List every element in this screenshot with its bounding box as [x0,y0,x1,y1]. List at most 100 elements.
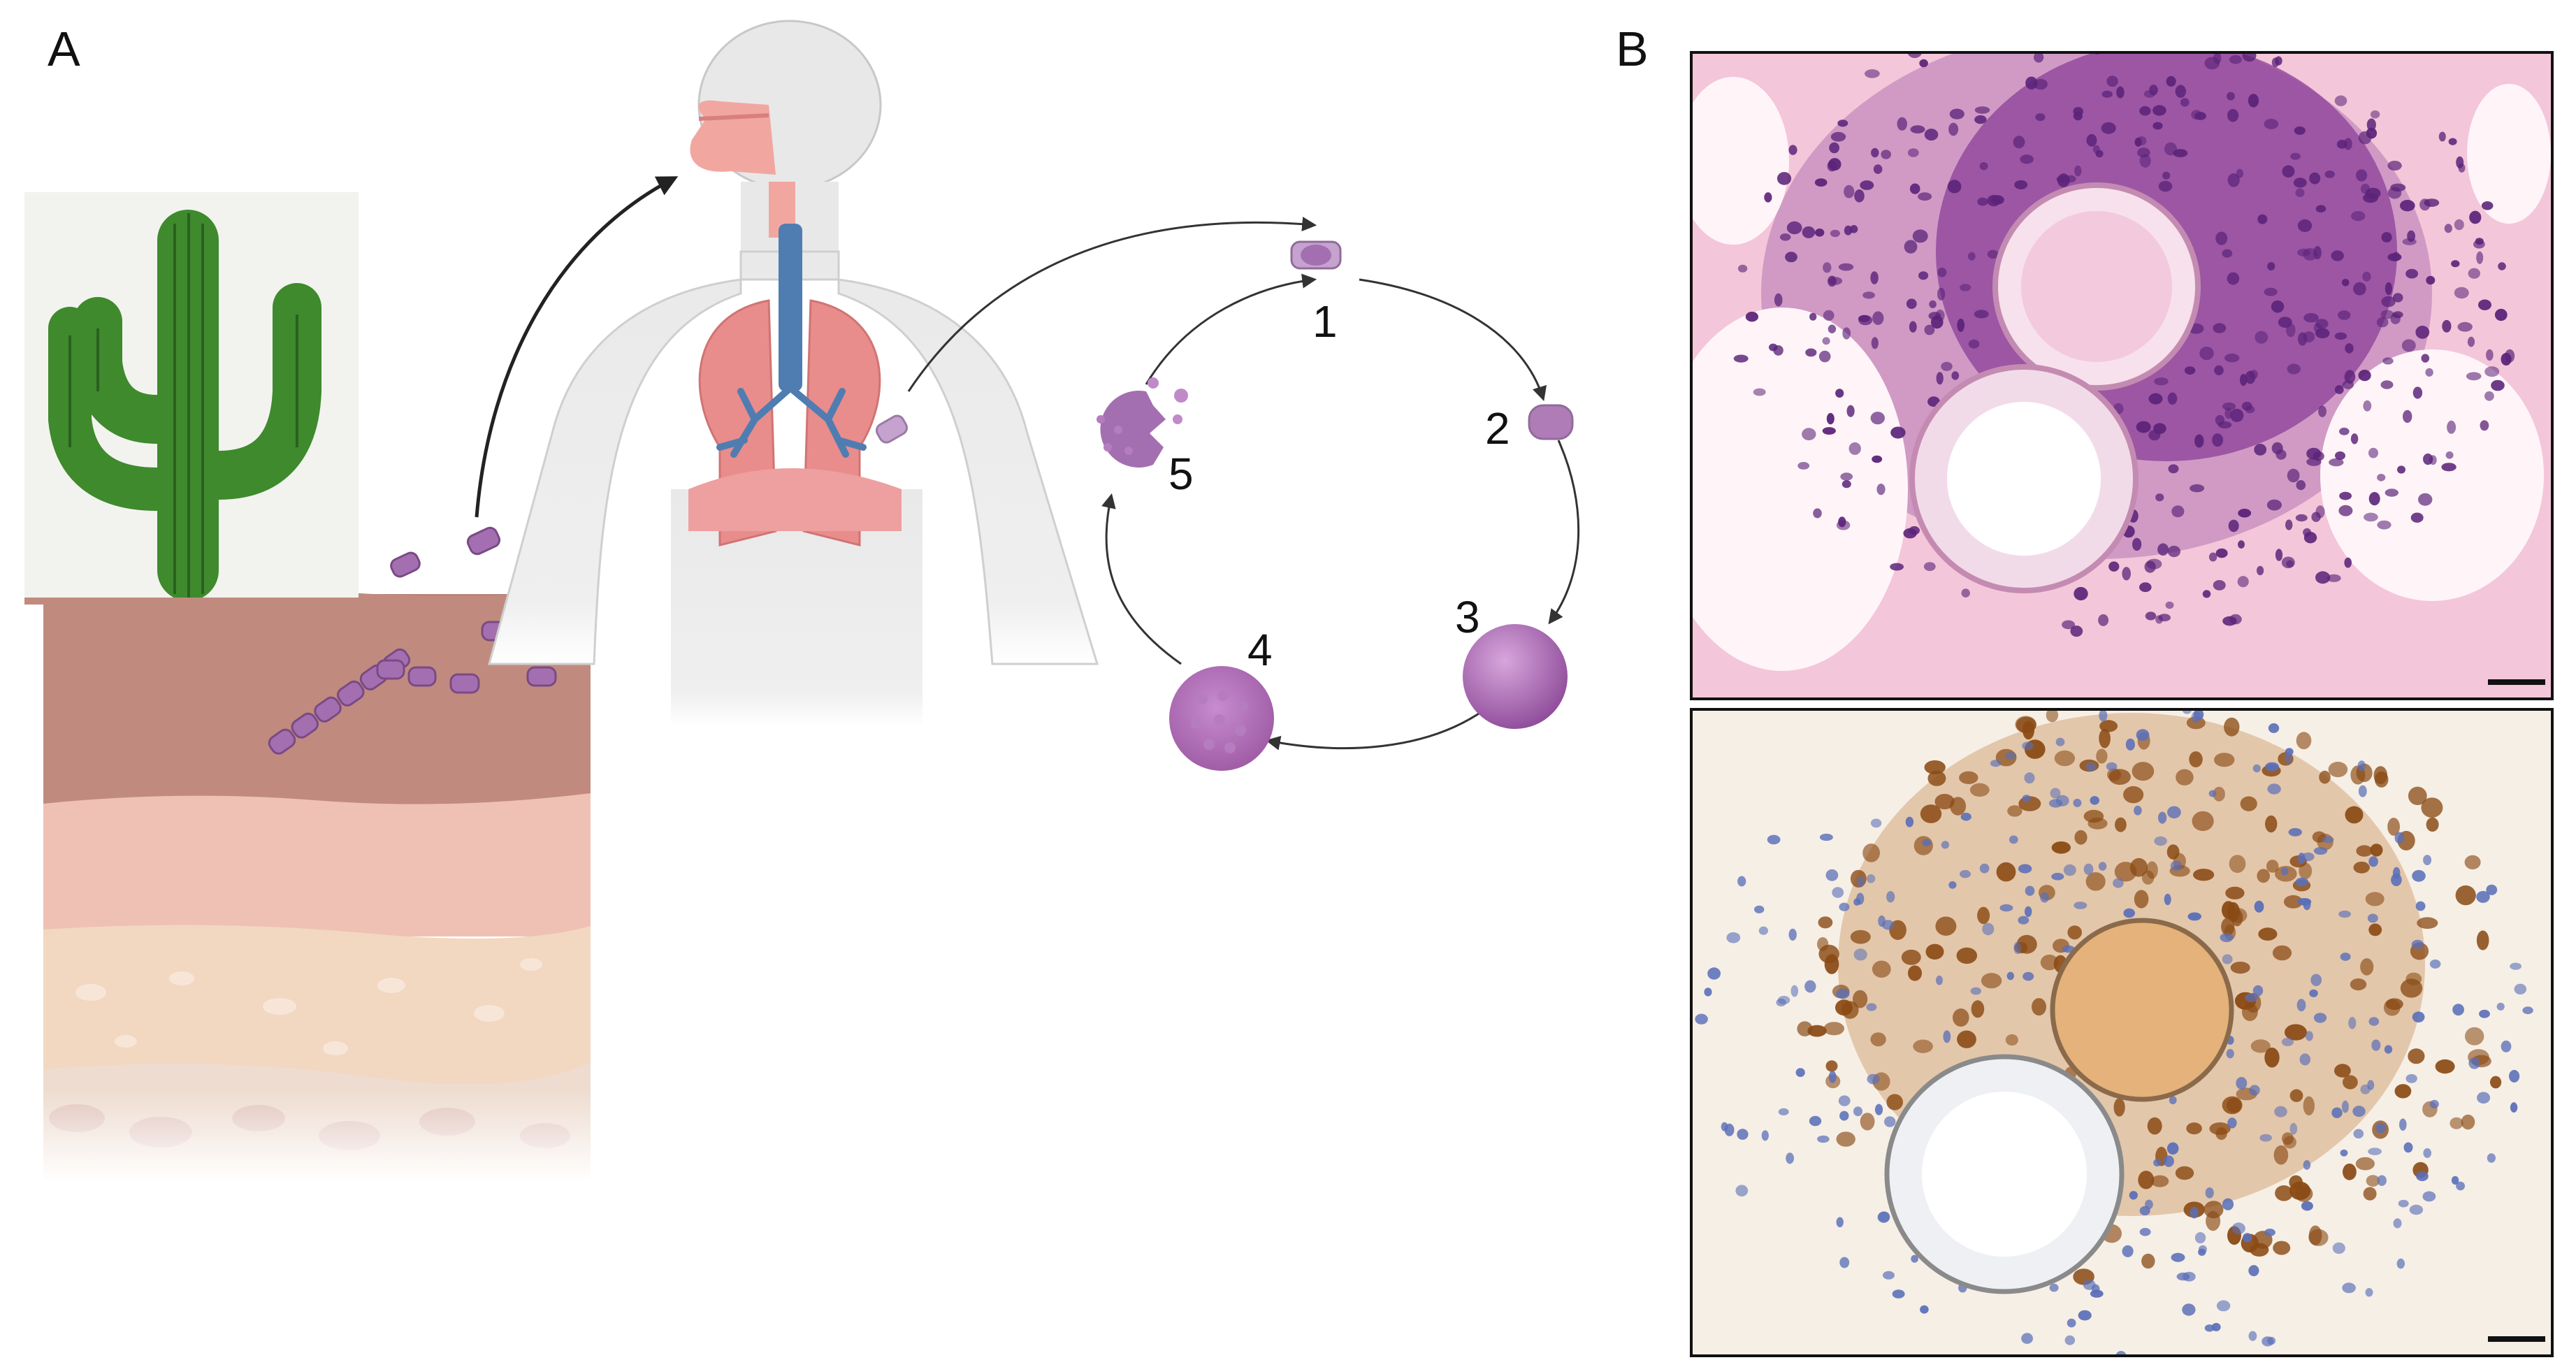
tissue-cell [1853,948,1867,961]
tissue-cell [1822,427,1836,435]
tissue-cell [1841,480,1851,489]
tissue-cell [2113,878,2124,888]
tissue-cell [1737,876,1746,887]
tissue-cell [2222,402,2236,411]
tissue-cell [2486,349,2494,361]
tissue-cell [2469,210,2482,224]
tissue-cell [1778,1108,1789,1115]
tissue-cell [2021,1333,2034,1344]
tissue-cell [1817,937,1829,951]
tissue-cell [1901,949,1921,965]
tissue-cell [1883,1271,1895,1280]
tissue-cell [2271,300,2285,313]
tissue-cell [2139,154,2151,168]
tissue-cell [1920,804,1942,823]
tissue-cell [2356,169,2368,182]
tissue-cell [2400,978,2423,998]
tissue-cell [2020,5,2032,14]
tissue-cell [2139,1206,2150,1215]
tissue-cell [2408,786,2427,806]
tissue-cell [2368,447,2378,458]
tissue-cell [2358,785,2367,797]
tissue-cell [2315,328,2330,339]
tissue-cell [1726,932,1741,943]
tissue-cell [2267,1336,2276,1345]
tissue-cell [1872,960,1891,978]
tissue-cell [1935,310,1945,321]
tissue-cell [2283,895,2303,909]
tissue-cell [2085,762,2097,772]
tissue-cell [1881,150,1891,159]
tissue-cell [2148,430,2161,441]
tissue-cell [1909,183,1920,194]
tissue-cell [2230,408,2244,422]
tissue-cell [2371,1039,2381,1051]
tissue-cell [2222,616,2237,626]
tissue-cell [1830,131,1846,142]
tissue-cell [1923,562,1936,571]
tissue-cell [2169,1096,2177,1105]
tissue-cell [2067,44,2082,51]
tissue-cell [2298,853,2306,865]
tissue-cell [2035,113,2046,122]
tissue-cell [2296,999,2306,1012]
tissue-cell [2101,90,2113,98]
tissue-cell [2154,377,2169,386]
tissue-cell [2157,543,2169,556]
tissue-cell [2405,1073,2417,1083]
tissue-cell [1924,324,1935,335]
tissue-cell [2501,1040,2512,1053]
tissue-cell [2265,762,2280,772]
tissue-cell [2132,537,2142,551]
tissue-cell [1990,195,2004,205]
tissue-cell [2162,171,2171,180]
tissue-cell [2150,1175,2169,1187]
tissue-cell [1935,916,1957,936]
tissue-cell [2329,458,2344,467]
tissue-cell [2387,818,2401,836]
tissue-cell [1737,264,1748,273]
tissue-cell [2137,147,2150,158]
tissue-cell [2331,250,2344,261]
tissue-cell [1707,967,1721,980]
tissue-cell [1735,1185,1749,1196]
stage-4-endosporulating-spherule [1169,666,1274,771]
tissue-cell [2411,939,2424,949]
tissue-cell [2445,451,2454,459]
tissue-cell [1979,162,1988,171]
tissue-cell [1862,844,1881,862]
tissue-cell [2171,1252,2185,1262]
tissue-cell [1790,985,1799,997]
tissue-cell [1941,361,1953,371]
tissue-cell [2322,836,2334,844]
tissue-cell [2334,1064,2351,1078]
tissue-cell [2510,962,2522,970]
tissue-cell [2438,131,2446,142]
tissue-cell [2187,4,2198,17]
tissue-cell [1987,15,1997,27]
tissue-cell [1819,833,1833,841]
tissue-cell [1884,1116,1896,1127]
tissue-cell [2229,55,2242,64]
tissue-cell [1835,999,1853,1016]
tissue-cell [2335,451,2345,461]
tissue-cell [1822,337,1830,345]
tissue-cell [1695,1013,1708,1025]
tissue-cell [2242,1233,2252,1243]
tissue-cell [2108,561,2120,572]
tissue-cell [2370,110,2380,119]
tissue-cell [1953,27,1962,39]
tissue-cell [1937,287,1946,301]
tissue-cell [2451,260,2460,268]
stage-number-4: 4 [1247,625,1273,675]
tissue-cell [2092,145,2100,154]
tissue-cell [2213,786,2225,802]
tissue-cell [2479,1009,2490,1018]
tissue-cell [1844,185,1855,198]
tissue-cell [2273,1145,2289,1165]
tissue-cell [2254,900,2264,913]
tissue-cell [2064,1335,2076,1345]
tissue-cell [1829,142,1840,154]
tissue-cell [2101,122,2116,134]
tissue-cell [1704,988,1712,997]
